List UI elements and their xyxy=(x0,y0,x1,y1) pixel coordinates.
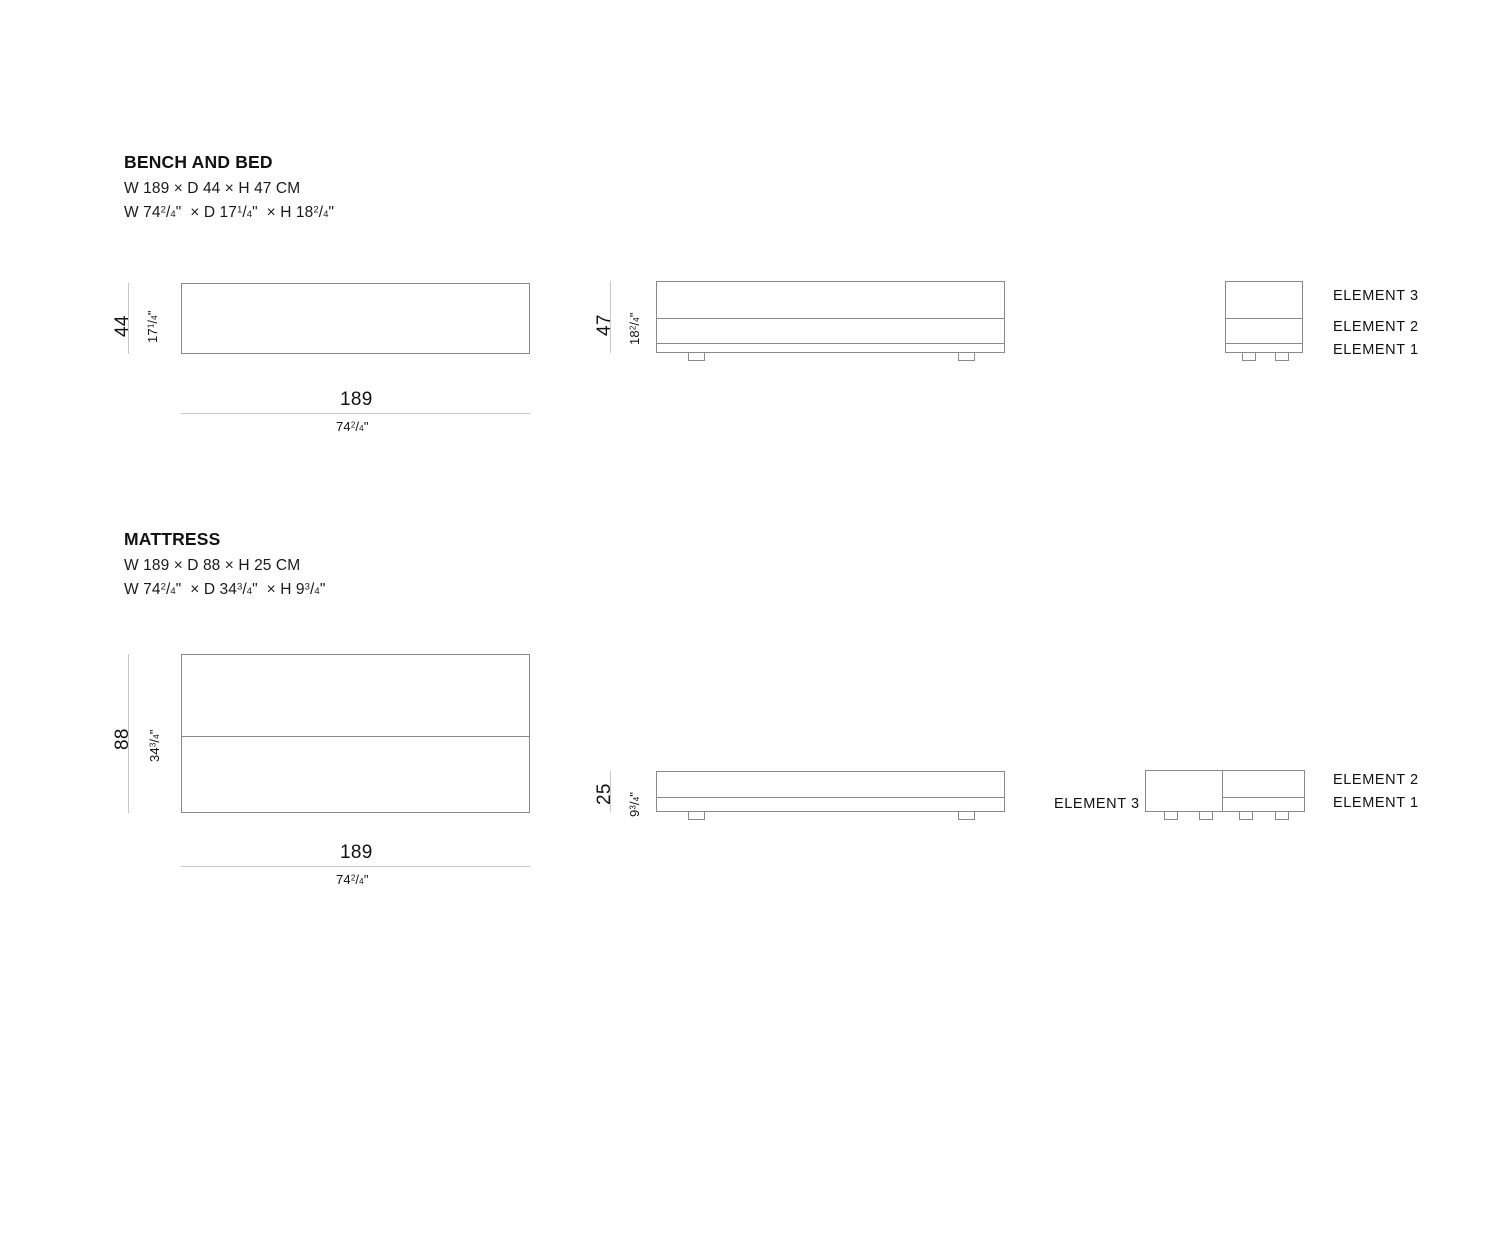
bench-element-2-label: ELEMENT 2 xyxy=(1333,319,1419,335)
mattress-depth-value-cm: 88 xyxy=(112,728,133,750)
bench-front-view-divider-lower xyxy=(656,343,1005,344)
mattress-side-view-foot-4 xyxy=(1275,812,1289,820)
bench-side-view-divider-upper xyxy=(1225,318,1303,319)
mattress-element-3-label: ELEMENT 3 xyxy=(1054,796,1140,812)
mattress-width-value-inch: 742/4" xyxy=(336,872,369,887)
bench-front-view-foot-right xyxy=(958,353,975,361)
bench-and-bed-spec-block: BENCH AND BED W 189 × D 44 × H 47 CM W 7… xyxy=(124,152,334,228)
bench-side-view-foot-right xyxy=(1275,353,1289,361)
mattress-front-view-foot-right xyxy=(958,812,975,820)
mattress-front-view-divider xyxy=(656,797,1005,798)
mattress-top-view-depth-dimension-line xyxy=(128,654,129,813)
mattress-title: MATTRESS xyxy=(124,529,221,549)
mattress-dims-inch: W 742/4" × D 343/4" × H 93/4" xyxy=(124,581,326,598)
bench-width-value-inch: 742/4" xyxy=(336,419,369,434)
bench-front-view-foot-left xyxy=(688,353,705,361)
mattress-top-view-width-dimension-line xyxy=(181,866,530,867)
mattress-side-view-divider-right xyxy=(1222,797,1305,798)
bench-height-value-cm: 47 xyxy=(594,314,615,336)
mattress-depth-value-inch: 343/4" xyxy=(147,729,162,762)
mattress-element-2-label: ELEMENT 2 xyxy=(1333,772,1419,788)
mattress-width-value-cm: 189 xyxy=(340,842,373,863)
mattress-dims-cm: W 189 × D 88 × H 25 CM xyxy=(124,557,301,574)
mattress-front-view-foot-left xyxy=(688,812,705,820)
bench-side-view-outline xyxy=(1225,281,1303,353)
mattress-spec-block: MATTRESS W 189 × D 88 × H 25 CM W 742/4"… xyxy=(124,529,325,605)
mattress-top-view-outline xyxy=(181,654,530,813)
mattress-side-view-outline xyxy=(1145,770,1305,812)
bench-side-view-divider-lower xyxy=(1225,343,1303,344)
bench-and-bed-dims-inch: W 742/4" × D 171/4" × H 182/4" xyxy=(124,204,335,221)
bench-front-view-height-dimension-line xyxy=(610,281,611,353)
mattress-height-value-inch: 93/4" xyxy=(627,791,642,817)
bench-and-bed-title: BENCH AND BED xyxy=(124,152,273,172)
bench-front-view-divider-upper xyxy=(656,318,1005,319)
mattress-front-view-height-dimension-line xyxy=(610,771,611,812)
bench-element-1-label: ELEMENT 1 xyxy=(1333,342,1419,358)
bench-top-view-width-dimension-line xyxy=(181,413,530,414)
mattress-height-value-cm: 25 xyxy=(594,783,615,805)
bench-depth-value-inch: 171/4" xyxy=(145,310,160,343)
bench-element-3-label: ELEMENT 3 xyxy=(1333,288,1419,304)
mattress-side-view-foot-3 xyxy=(1239,812,1253,820)
mattress-side-view-vertical-split xyxy=(1222,770,1223,812)
mattress-front-view-outline xyxy=(656,771,1005,812)
mattress-element-1-label: ELEMENT 1 xyxy=(1333,795,1419,811)
mattress-side-view-foot-2 xyxy=(1199,812,1213,820)
bench-top-view-depth-dimension-line xyxy=(128,283,129,354)
bench-and-bed-dims-cm: W 189 × D 44 × H 47 CM xyxy=(124,180,301,197)
mattress-side-view-foot-1 xyxy=(1164,812,1178,820)
bench-width-value-cm: 189 xyxy=(340,389,373,410)
bench-height-value-inch: 182/4" xyxy=(627,312,642,345)
bench-front-view-outline xyxy=(656,281,1005,353)
bench-depth-value-cm: 44 xyxy=(112,315,133,337)
bench-top-view-outline xyxy=(181,283,530,354)
mattress-top-view-divider xyxy=(181,736,530,737)
bench-side-view-foot-left xyxy=(1242,353,1256,361)
